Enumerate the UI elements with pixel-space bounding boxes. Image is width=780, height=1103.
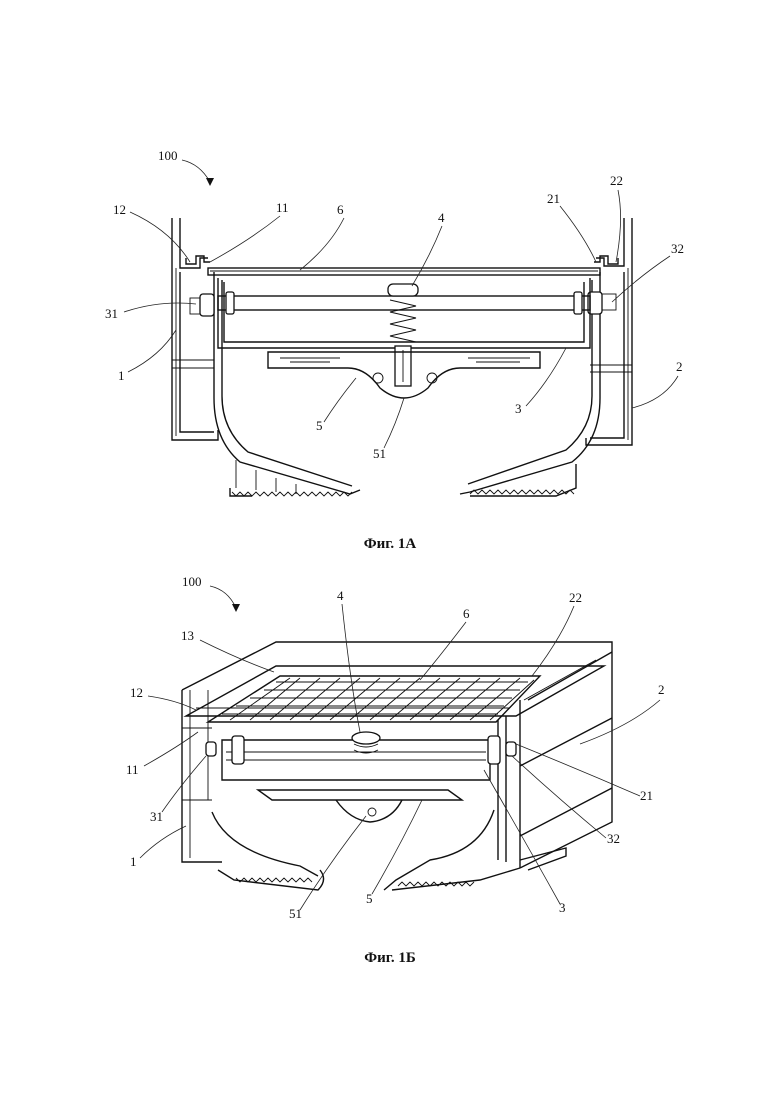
label-6: 6 <box>337 202 344 217</box>
label-12: 12 <box>113 202 126 217</box>
spring-4 <box>388 284 418 386</box>
label-1: 1 <box>130 854 137 869</box>
label-4: 4 <box>438 210 445 225</box>
label-22: 22 <box>569 590 582 605</box>
label-100: 100 <box>182 574 202 589</box>
label-51: 51 <box>289 906 302 921</box>
label-11: 11 <box>126 762 139 777</box>
label-31: 31 <box>150 809 163 824</box>
label-11: 11 <box>276 200 289 215</box>
label-2: 2 <box>658 682 665 697</box>
label-32: 32 <box>607 831 620 846</box>
label-12: 12 <box>130 685 143 700</box>
right-profile-2 <box>460 218 632 496</box>
label-3: 3 <box>559 900 566 915</box>
label-6: 6 <box>463 606 470 621</box>
label-3: 3 <box>515 401 522 416</box>
label-4: 4 <box>337 588 344 603</box>
spring-4-perspective <box>352 732 380 753</box>
label-2: 2 <box>676 359 683 374</box>
label-51: 51 <box>373 446 386 461</box>
label-1: 1 <box>118 368 125 383</box>
figure-1b: 100 4 6 22 13 12 2 11 21 31 32 1 51 <box>126 574 665 966</box>
label-32: 32 <box>671 241 684 256</box>
figure-1a: 100 12 11 6 4 21 22 32 31 1 2 5 3 <box>105 148 684 552</box>
label-5: 5 <box>316 418 323 433</box>
label-13: 13 <box>181 628 194 643</box>
bracket-5-perspective <box>258 790 462 822</box>
caption-fig-1a: Фиг. 1А <box>364 536 417 552</box>
base-curves <box>212 810 566 890</box>
mesh-6-perspective <box>208 676 540 722</box>
label-100: 100 <box>158 148 178 163</box>
label-22: 22 <box>610 173 623 188</box>
label-21: 21 <box>640 788 653 803</box>
label-31: 31 <box>105 306 118 321</box>
label-21: 21 <box>547 191 560 206</box>
caption-fig-1b: Фиг. 1Б <box>364 950 416 966</box>
left-profile-1 <box>172 218 360 496</box>
mesh-6 <box>208 268 600 275</box>
label-5: 5 <box>366 891 373 906</box>
